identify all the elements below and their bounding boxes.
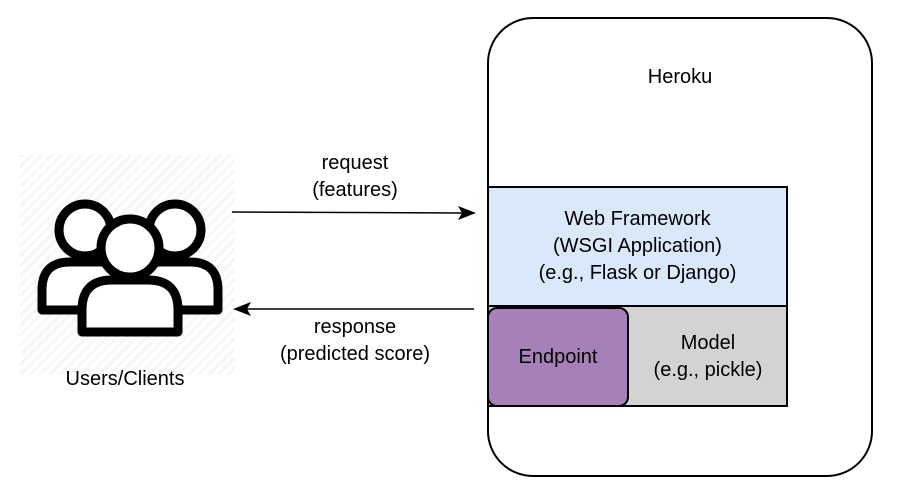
response-title: response xyxy=(313,316,397,338)
request-title: request xyxy=(321,152,389,174)
endpoint-label: Endpoint xyxy=(518,345,598,368)
web-framework-box: Web Framework (WSGI Application) (e.g., … xyxy=(487,186,788,307)
response-payload: (predicted score) xyxy=(279,343,431,365)
web-framework-title: Web Framework xyxy=(564,208,711,230)
request-label: request (features) xyxy=(270,150,440,204)
request-arrow xyxy=(231,206,476,220)
response-label: response (predicted score) xyxy=(250,314,460,368)
endpoint-box: Endpoint xyxy=(487,307,629,407)
users-clients-label: Users/Clients xyxy=(65,368,185,390)
model-example: (e.g., pickle) xyxy=(653,359,763,381)
web-framework-example: (e.g., Flask or Django) xyxy=(538,262,737,284)
response-arrow xyxy=(233,302,474,316)
request-payload: (features) xyxy=(312,179,398,201)
users-group-icon xyxy=(37,199,223,337)
web-framework-subtitle: (WSGI Application) xyxy=(553,235,722,257)
model-text: Model (e.g., pickle) xyxy=(628,307,788,407)
model-title: Model xyxy=(680,332,736,354)
heroku-label: Heroku xyxy=(647,66,713,88)
